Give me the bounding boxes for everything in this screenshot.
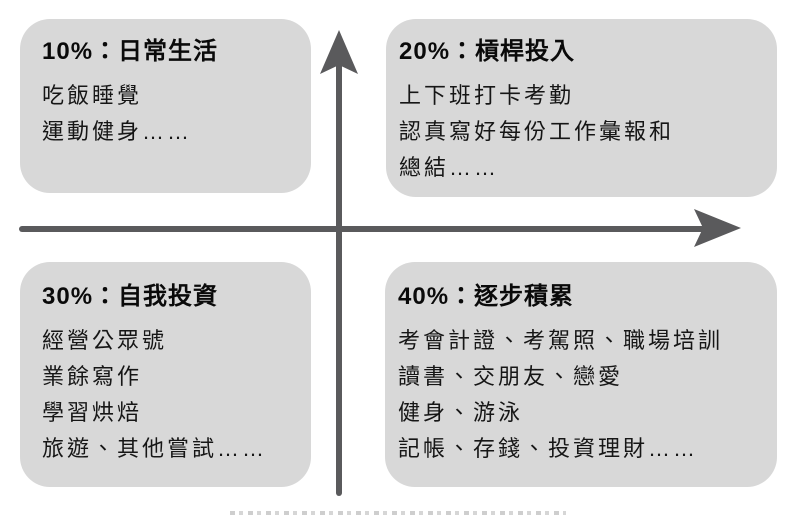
quadrant-daily-life: 10%：日常生活 吃飯睡覺 運動健身…… — [20, 19, 311, 193]
quadrant-line: 讀書、交朋友、戀愛 — [398, 364, 624, 389]
x-axis — [19, 209, 741, 247]
quadrant-line: 上下班打卡考勤 — [399, 83, 575, 108]
quadrant-line: 認真寫好每份工作彙報和 — [399, 119, 675, 144]
quadrant-line: 學習烘焙 — [42, 400, 143, 425]
quadrant-gradual-accumulation: 40%：逐步積累 考會計證、考駕照、職場培訓 讀書、交朋友、戀愛 健身、游泳 記… — [385, 262, 777, 487]
y-axis — [320, 30, 358, 496]
quadrant-line: 業餘寫作 — [42, 364, 143, 389]
quadrant-line: 總結…… — [399, 155, 500, 180]
quadrant-heading: 40%：逐步積累 — [398, 283, 575, 310]
quadrant-self-investment: 30%：自我投資 經營公眾號 業餘寫作 學習烘焙 旅遊、其他嘗試…… — [20, 262, 311, 487]
quadrant-line: 記帳、存錢、投資理財…… — [398, 436, 699, 461]
quadrant-line: 健身、游泳 — [398, 400, 524, 425]
quadrant-line: 旅遊、其他嘗試…… — [42, 436, 268, 461]
right-arrow-icon — [694, 209, 741, 247]
quadrant-heading: 20%：槓桿投入 — [399, 38, 576, 65]
up-arrow-icon — [320, 30, 358, 74]
cropped-caption — [230, 511, 566, 515]
quadrant-line: 運動健身…… — [42, 119, 193, 144]
quadrant-line: 吃飯睡覺 — [42, 83, 143, 108]
quadrant-line: 經營公眾號 — [42, 328, 168, 353]
quadrant-line: 考會計證、考駕照、職場培訓 — [398, 328, 724, 353]
quadrant-heading: 10%：日常生活 — [42, 38, 219, 65]
quadrant-leverage-input: 20%：槓桿投入 上下班打卡考勤 認真寫好每份工作彙報和 總結…… — [386, 19, 777, 197]
quadrant-heading: 30%：自我投資 — [42, 283, 219, 310]
